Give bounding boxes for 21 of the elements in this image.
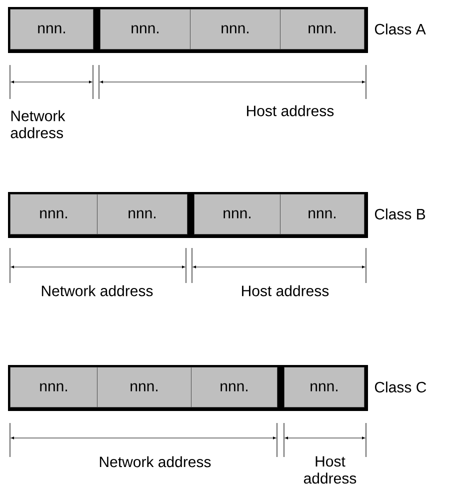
class-label: Class C xyxy=(374,381,426,392)
octet-cell: nnn. xyxy=(280,9,364,50)
dimension-label: Host address xyxy=(242,285,329,296)
class-label: Class A xyxy=(374,24,426,34)
dimension-label: Network address xyxy=(42,285,153,296)
dimension-label: Host address xyxy=(304,456,356,484)
octet-cell: nnn. xyxy=(194,194,280,234)
octet-cell: nnn. xyxy=(10,9,94,50)
octet-cell: nnn. xyxy=(190,9,280,50)
class-label: Class B xyxy=(374,208,426,220)
octet-cell: nnn. xyxy=(280,194,364,234)
octet-cell: nnn. xyxy=(10,367,98,408)
dimension-label: Network address xyxy=(10,110,66,138)
octet-cell: nnn. xyxy=(100,9,190,50)
octet-cell: nnn. xyxy=(10,194,98,234)
octet-cell: nnn. xyxy=(97,367,192,408)
dimension-label: Host address xyxy=(247,105,334,116)
dimension-label: Network address xyxy=(100,456,211,468)
octet-cell: nnn. xyxy=(97,194,188,234)
octet-cell: nnn. xyxy=(191,367,278,408)
octet-cell: nnn. xyxy=(284,367,364,408)
